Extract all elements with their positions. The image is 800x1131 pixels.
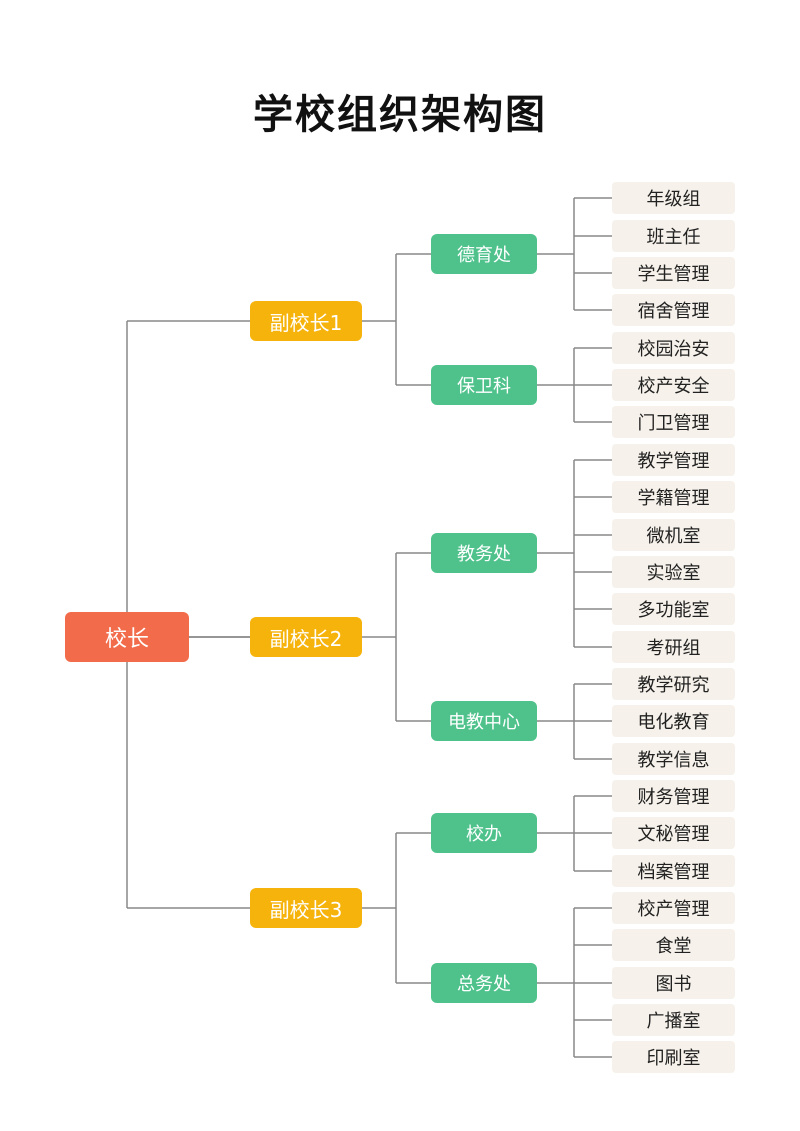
- department-node: 电教中心: [431, 701, 537, 741]
- unit-node: 考研组: [612, 631, 735, 663]
- department-node: 保卫科: [431, 365, 537, 405]
- unit-node: 电化教育: [612, 705, 735, 737]
- unit-node: 校产安全: [612, 369, 735, 401]
- vice-principal-node: 副校长2: [250, 617, 362, 657]
- unit-node: 广播室: [612, 1004, 735, 1036]
- principal-node: 校长: [65, 612, 189, 662]
- unit-node: 校园治安: [612, 332, 735, 364]
- unit-node: 教学信息: [612, 743, 735, 775]
- unit-node: 学籍管理: [612, 481, 735, 513]
- vice-principal-node: 副校长1: [250, 301, 362, 341]
- unit-node: 文秘管理: [612, 817, 735, 849]
- department-node: 德育处: [431, 234, 537, 274]
- unit-node: 宿舍管理: [612, 294, 735, 326]
- unit-node: 实验室: [612, 556, 735, 588]
- unit-node: 印刷室: [612, 1041, 735, 1073]
- department-node: 校办: [431, 813, 537, 853]
- department-node: 总务处: [431, 963, 537, 1003]
- page-title: 学校组织架构图: [253, 92, 547, 138]
- unit-node: 教学管理: [612, 444, 735, 476]
- unit-node: 班主任: [612, 220, 735, 252]
- unit-node: 多功能室: [612, 593, 735, 625]
- unit-node: 教学研究: [612, 668, 735, 700]
- unit-node: 微机室: [612, 519, 735, 551]
- unit-node: 档案管理: [612, 855, 735, 887]
- unit-node: 食堂: [612, 929, 735, 961]
- vice-principal-node: 副校长3: [250, 888, 362, 928]
- department-node: 教务处: [431, 533, 537, 573]
- unit-node: 财务管理: [612, 780, 735, 812]
- unit-node: 图书: [612, 967, 735, 999]
- unit-node: 校产管理: [612, 892, 735, 924]
- unit-node: 学生管理: [612, 257, 735, 289]
- unit-node: 门卫管理: [612, 406, 735, 438]
- unit-node: 年级组: [612, 182, 735, 214]
